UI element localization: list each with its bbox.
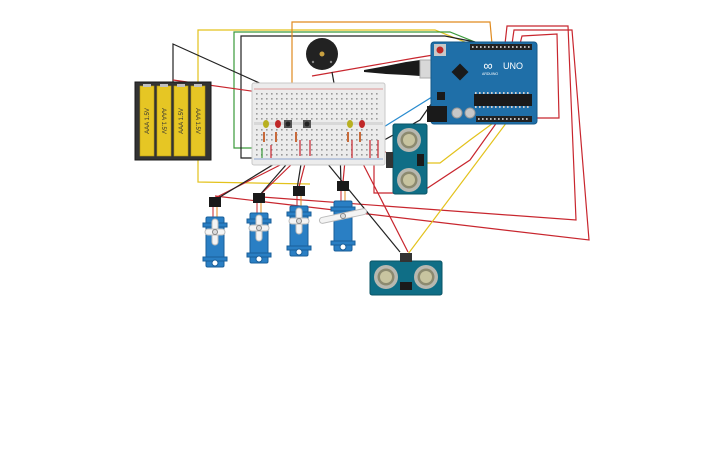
wire-yellow-sensor[interactable] bbox=[426, 117, 501, 164]
led-yellow-left[interactable] bbox=[263, 120, 269, 128]
led-red-left[interactable] bbox=[275, 120, 281, 128]
wire-orange[interactable] bbox=[291, 21, 493, 112]
battery-pack[interactable]: AAA 1.5V AAA 1.5V AAA 1.5V AAA 1.5V bbox=[134, 81, 212, 161]
chip-pins bbox=[475, 92, 529, 108]
wire-red-lower-sensor[interactable] bbox=[359, 157, 409, 253]
transducer-upper-2 bbox=[397, 168, 421, 192]
battery-cell-4: AAA 1.5V bbox=[190, 84, 206, 157]
push-button-left[interactable] bbox=[284, 120, 292, 128]
battery-cell-label: AAA 1.5V bbox=[160, 108, 166, 134]
resistors bbox=[263, 132, 361, 142]
battery-cell-label: AAA 1.5V bbox=[145, 108, 151, 134]
ultrasonic-sensor-upper[interactable] bbox=[386, 123, 428, 195]
transducer-lower-2 bbox=[414, 265, 438, 289]
arduino-model-label: UNO bbox=[503, 61, 523, 71]
wire-green[interactable] bbox=[233, 31, 481, 149]
transducer-lower-1 bbox=[374, 265, 398, 289]
wire-red-right-1[interactable] bbox=[261, 25, 577, 221]
arduino-logo: ∞ UNO ARDUINO bbox=[482, 58, 523, 76]
led-yellow-right[interactable] bbox=[347, 120, 353, 128]
wire-red-right-2[interactable] bbox=[214, 29, 590, 241]
arduino-uno[interactable]: ∞ UNO ARDUINO bbox=[364, 41, 538, 125]
reset-button[interactable] bbox=[434, 44, 446, 56]
battery-cell-label: AAA 1.5V bbox=[179, 108, 185, 134]
piezo-buzzer[interactable] bbox=[306, 38, 338, 70]
transducer-upper-1 bbox=[397, 128, 421, 152]
ultrasonic-sensor-lower[interactable] bbox=[369, 253, 443, 296]
led-red-right[interactable] bbox=[359, 120, 365, 128]
arduino-brand-label: ARDUINO bbox=[482, 72, 498, 76]
servos bbox=[202, 181, 368, 268]
breadboard-jumpers bbox=[261, 140, 379, 158]
battery-cell-3: AAA 1.5V bbox=[173, 84, 189, 157]
push-button-right[interactable] bbox=[303, 120, 311, 128]
servo-motor-3[interactable] bbox=[286, 186, 312, 257]
wire-yellow-sensor2[interactable] bbox=[404, 117, 511, 259]
battery-cell-label: AAA 1.5V bbox=[194, 108, 200, 134]
breadboard[interactable] bbox=[251, 82, 386, 166]
servo-horn[interactable] bbox=[204, 218, 226, 246]
servo-motor-2[interactable] bbox=[246, 193, 272, 264]
servo-horn[interactable] bbox=[248, 214, 270, 242]
battery-cell-1: AAA 1.5V bbox=[139, 84, 155, 157]
servo-motor-4[interactable] bbox=[318, 181, 368, 252]
servo-motor-1[interactable] bbox=[202, 197, 228, 268]
arduino-infinity-icon: ∞ bbox=[483, 58, 492, 73]
servo-horn[interactable] bbox=[318, 208, 368, 224]
wire-black-top[interactable] bbox=[240, 35, 486, 159]
servo-horn[interactable] bbox=[288, 207, 310, 235]
battery-cell-2: AAA 1.5V bbox=[156, 84, 172, 157]
